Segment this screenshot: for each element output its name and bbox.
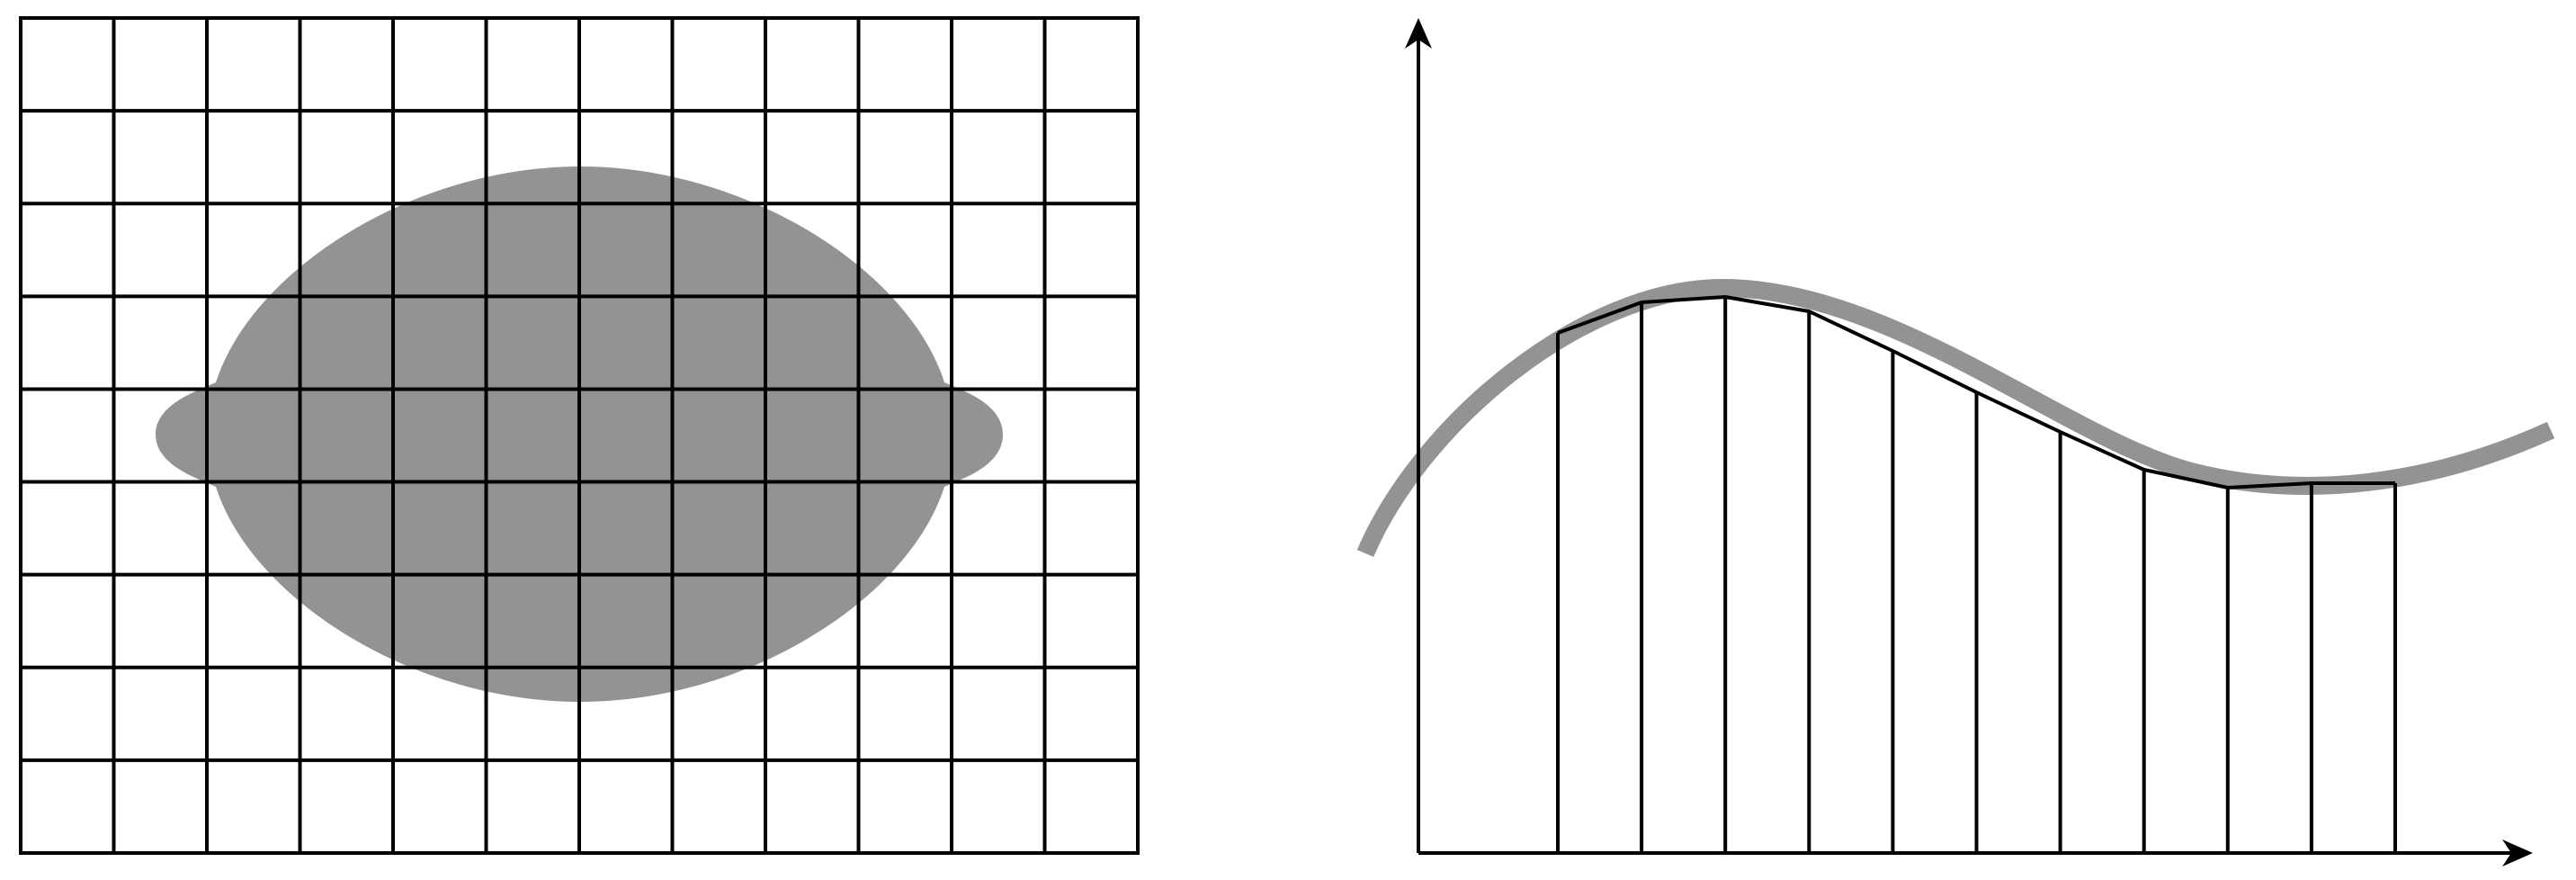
y-axis-arrowhead <box>1405 18 1432 49</box>
grid-panel <box>19 16 1140 855</box>
grid <box>19 16 1140 855</box>
approximation-polyline <box>1557 295 2395 489</box>
smooth-curve <box>1356 278 2555 557</box>
x-axis-arrowhead <box>2502 840 2533 867</box>
graph-panel <box>1356 18 2555 867</box>
approximation-strips <box>1556 297 2397 853</box>
